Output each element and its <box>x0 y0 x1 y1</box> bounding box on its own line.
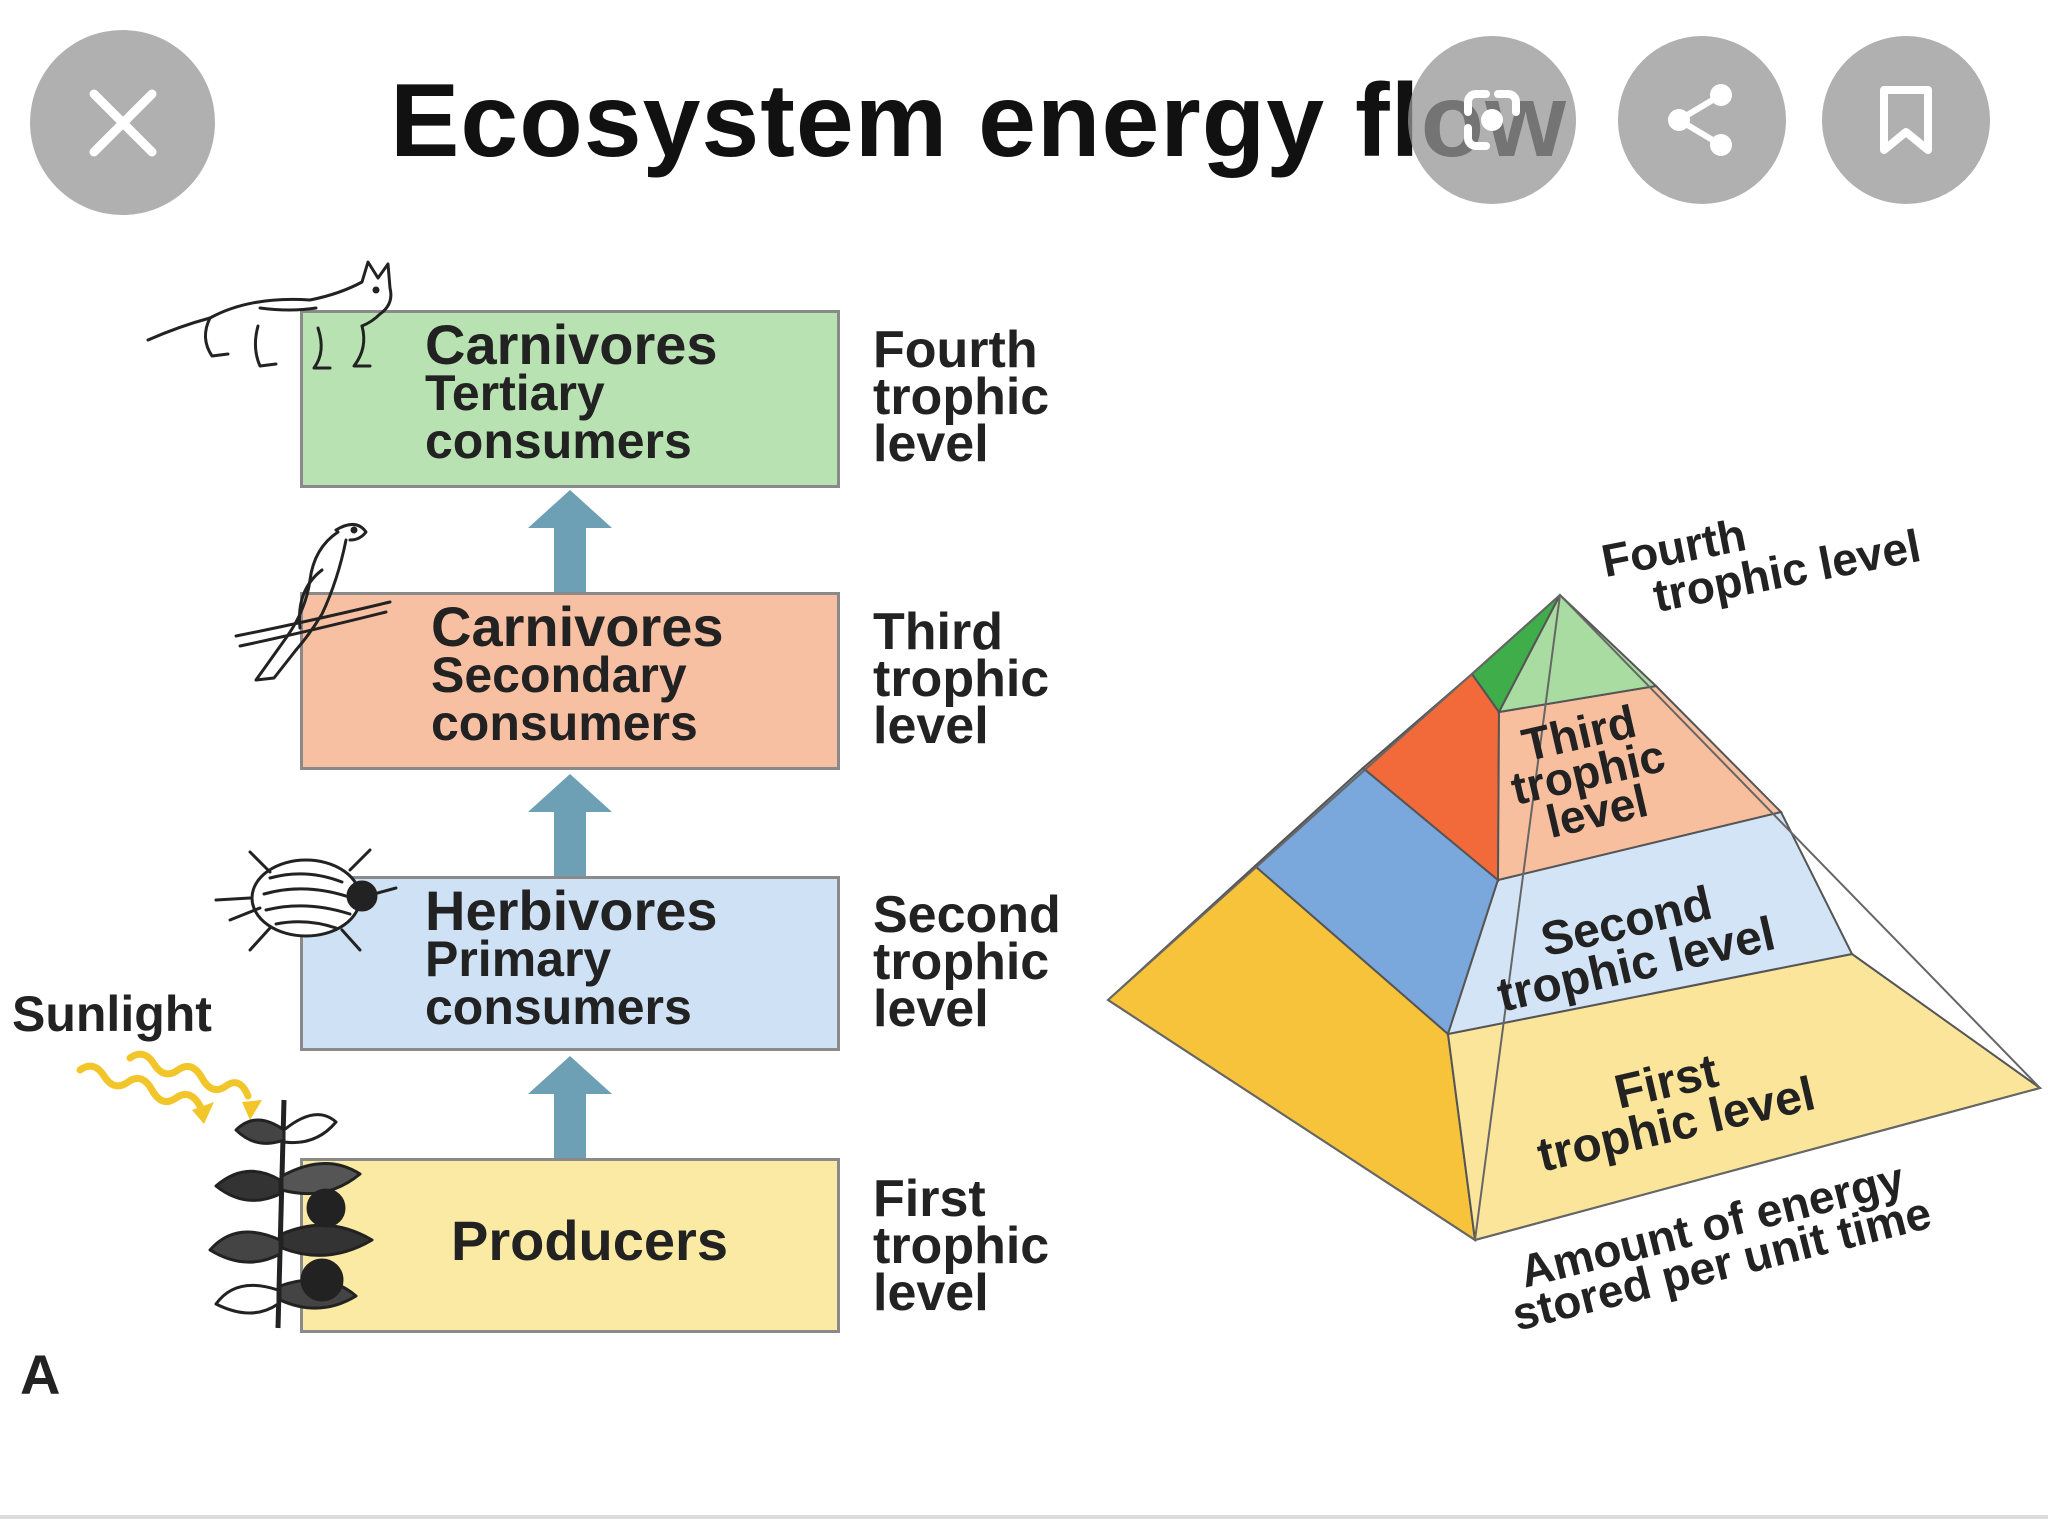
level-box-secondary: Carnivores Secondary consumers <box>300 592 840 770</box>
plant-icon <box>208 1099 374 1329</box>
trophic-word: level <box>873 697 989 755</box>
sunlight-rays-icon <box>76 1050 262 1124</box>
level-box-producers: Producers <box>300 1158 840 1333</box>
trophic-word: trophic <box>873 650 1050 708</box>
box-title: Herbivores <box>425 879 718 942</box>
up-arrow-icon <box>528 490 612 592</box>
panel-letter: A <box>20 1343 61 1406</box>
pyramid-level4-right <box>1497 593 1659 714</box>
box-title: Carnivores <box>425 313 718 376</box>
level-box-primary: Herbivores Primary consumers <box>300 876 840 1051</box>
trophic-word: level <box>873 1264 989 1322</box>
box-subtitle: consumers <box>425 413 692 469</box>
trophic-label-second: Second trophic level <box>873 886 1061 1038</box>
up-arrow-icon <box>528 1056 612 1158</box>
trophic-label-fourth: Fourth trophic level <box>873 321 1050 473</box>
energy-pyramid <box>1106 593 2043 1243</box>
box-subtitle: Primary <box>425 931 612 987</box>
bird-icon <box>234 523 392 682</box>
level-box-tertiary: Carnivores Tertiary consumers <box>300 310 840 488</box>
trophic-word: First <box>873 1170 986 1228</box>
trophic-word: trophic <box>873 368 1050 426</box>
box-subtitle: Tertiary <box>425 365 605 421</box>
box-title: Carnivores <box>431 595 724 658</box>
bookmark-button[interactable] <box>1822 36 1990 204</box>
close-button[interactable] <box>30 30 215 215</box>
box-subtitle: consumers <box>425 979 692 1035</box>
lens-icon <box>1464 90 1520 150</box>
divider <box>0 1515 2048 1519</box>
box-subtitle: consumers <box>431 695 698 751</box>
close-icon <box>89 89 156 156</box>
trophic-word: Fourth <box>873 321 1038 379</box>
trophic-label-third: Third trophic level <box>873 603 1050 755</box>
share-icon <box>1668 84 1732 156</box>
page-title: Ecosystem energy flow <box>390 63 1567 179</box>
box-title: Producers <box>451 1209 728 1272</box>
beetle-icon <box>214 848 398 952</box>
trophic-word: Third <box>873 603 1003 661</box>
pyramid-label-third: Third trophic level <box>1499 695 1678 848</box>
trophic-word: level <box>873 980 989 1038</box>
up-arrow-icon <box>528 774 612 876</box>
share-button[interactable] <box>1618 36 1786 204</box>
trophic-word: Second <box>873 886 1061 944</box>
box-subtitle: Secondary <box>431 647 687 703</box>
trophic-word: trophic <box>873 1217 1050 1275</box>
bookmark-icon <box>1880 86 1932 154</box>
trophic-word: trophic <box>873 933 1050 991</box>
trophic-label-first: First trophic level <box>873 1170 1050 1322</box>
trophic-word: level <box>873 415 989 473</box>
cat-icon <box>146 260 393 370</box>
lens-button[interactable] <box>1408 36 1576 204</box>
sunlight-label: Sunlight <box>12 986 212 1042</box>
